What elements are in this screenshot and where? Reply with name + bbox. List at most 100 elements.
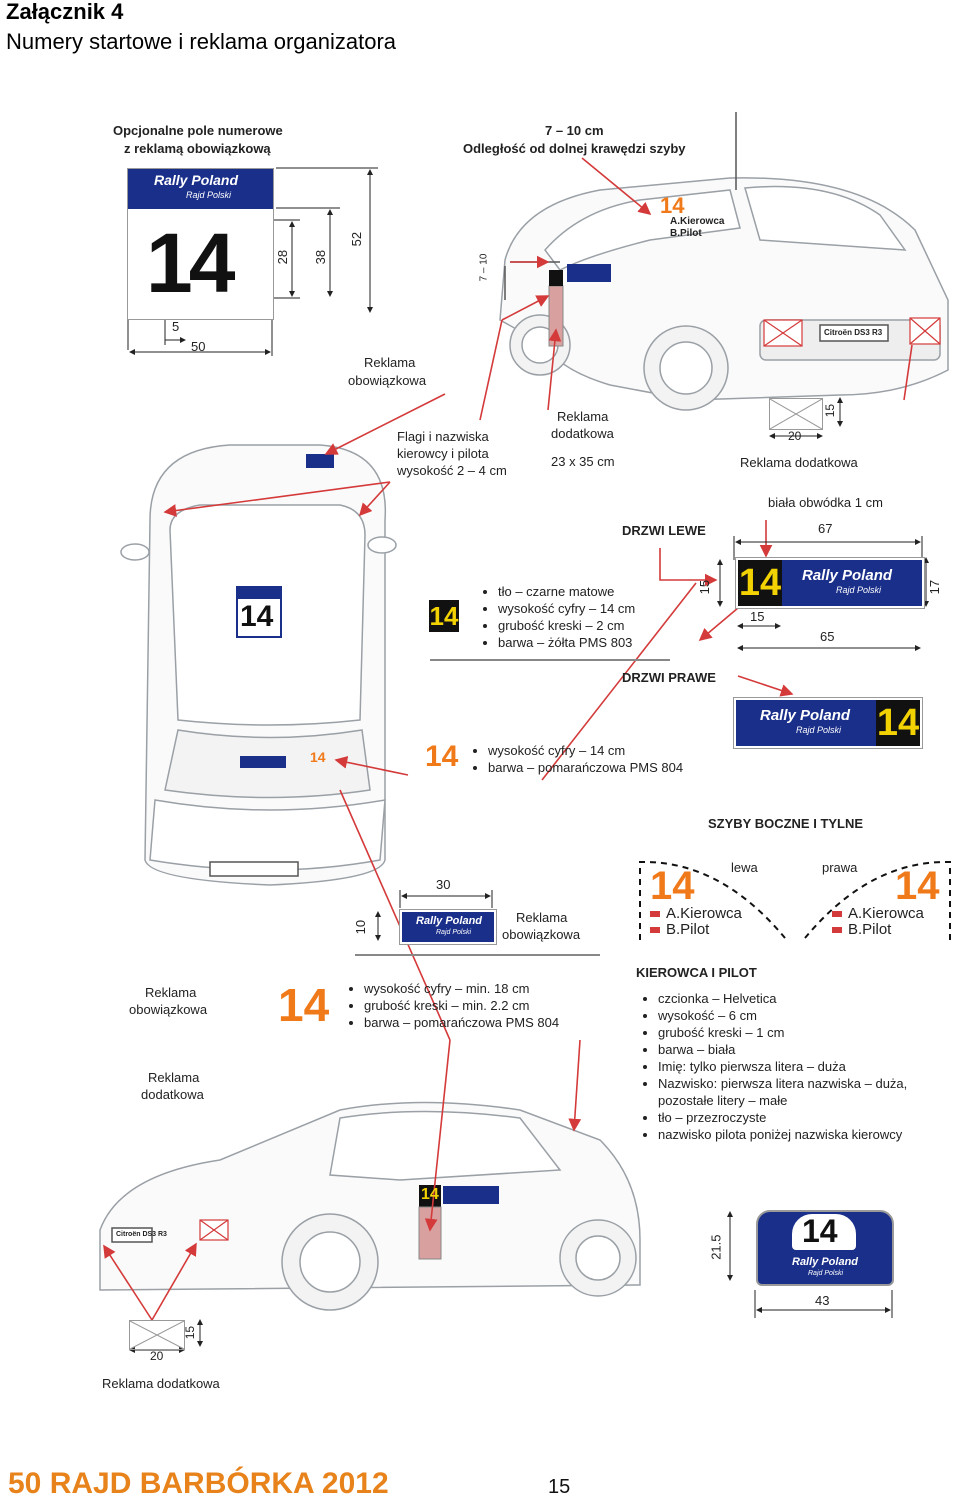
windscreen-dimensions [375,890,493,941]
car-top-outline [120,444,397,886]
number-plate: Rally Poland Rajd Polski 14 [127,168,274,320]
windows-title: SZYBY BOCZNE I TYLNE [708,816,864,831]
front-ad-box [199,1219,229,1241]
left-door-brand: Rally Poland [802,567,893,584]
page-subtitle: Numery startowe i reklama organizatora [6,29,397,54]
front-door-plate [443,1186,499,1204]
plate-dimensions [127,167,378,356]
crew-item: wysokość – 6 cm [658,1007,907,1024]
rear-ad-boxes [763,317,941,347]
dim-17: 17 [927,579,943,595]
door-dimensions [717,536,929,651]
side-distance: 7 – 10 [478,253,490,282]
roof-spec-item: barwa – pomarańczowa PMS 804 [488,759,683,776]
plate-brand: Rally Poland [154,172,239,188]
left-door-plate: 14 Rally Poland Rajd Polski [735,557,925,609]
roof-spec-item: wysokość cyfry – 14 cm [488,742,683,759]
car-front-outline [99,1101,641,1311]
door-spec-list: tło – czarne matowe wysokość cyfry – 14 … [480,583,635,651]
door-spec-number: 14 [429,600,459,632]
rear-window-driver: A.Kierowca [670,216,725,227]
side-plate-subbrand: Rajd Polski [808,1270,844,1277]
side-window-outlines [639,860,951,940]
right-door-brand: Rally Poland [760,707,851,724]
left-door-subbrand: Rajd Polski [836,585,882,595]
page-title: Załącznik 4 [6,0,124,24]
bottom-spec-item: grubość kreski – min. 2.2 cm [364,997,559,1014]
dim-28: 28 [275,249,291,265]
front-door-number-block [419,1185,441,1207]
window-right-pilot: B.Pilot [832,921,891,939]
rear-window-number: 14 [660,193,685,218]
distance-range: 7 – 10 cm [545,123,604,138]
rear-window-pilot: B.Pilot [670,228,702,239]
windscreen-plate: Rally Poland Rajd Polski [399,909,497,945]
bottom-ad-extra-2: dodatkowa [141,1087,204,1102]
front-window-ad [306,454,334,468]
window-right-driver: A.Kierowca [832,905,924,923]
right-door-subbrand: Rajd Polski [796,725,842,735]
windscreen-label-2: obowiązkowa [502,927,581,942]
side-rally-plate: 14 Rally Poland Rajd Polski [756,1210,894,1286]
dim-21-5: 21.5 [708,1234,724,1260]
bottom-box-caption: Reklama dodatkowa [102,1376,220,1391]
roof-spec-list: wysokość cyfry – 14 cm barwa – pomarańcz… [470,742,683,776]
dim-67: 67 [818,521,833,536]
crew-item: tło – przezroczyste [658,1109,907,1126]
dim-65: 65 [820,629,835,644]
crew-title: KIEROWCA I PILOT [636,965,757,980]
door-spec-item: barwa – żółta PMS 803 [498,634,635,651]
extra-ad-height: 15 [823,403,838,418]
dim-30: 30 [436,877,451,892]
extra-ad-caption: Reklama dodatkowa [740,455,858,470]
dim-50: 50 [191,339,206,354]
window-left-label: lewa [731,860,758,875]
side-plate-number: 14 [802,1213,838,1249]
crew-item: Imię: tylko pierwsza litera – duża [658,1058,907,1075]
front-door-strip [418,1206,442,1260]
bottom-box-height: 15 [183,1325,198,1340]
bottom-spec-item: wysokość cyfry – min. 18 cm [364,980,559,997]
flags-label-3: wysokość 2 – 4 cm [397,463,507,478]
door-spec-item: tło – czarne matowe [498,583,635,600]
dim-38: 38 [313,249,329,265]
bottom-spec-list: wysokość cyfry – min. 18 cm grubość kres… [346,980,559,1031]
right-door-title: DRZWI PRAWE [622,670,716,685]
crew-item: pozostałe litery – małe [658,1093,788,1108]
white-border-label: biała obwódka 1 cm [768,495,883,510]
car-rear-outline [499,112,949,411]
plate-subbrand: Rajd Polski [186,190,232,200]
extra-ad-width: 20 [788,429,802,443]
extra-ad-box [769,398,823,430]
page-number: 15 [548,1476,571,1498]
optional-field-label-1: Opcjonalne pole numerowe [113,123,283,138]
plate-number: 14 [146,216,235,310]
extra-ad-label-1: Reklama [557,409,609,424]
left-door-title: DRZWI LEWE [622,523,706,538]
number-plate-header: Rally Poland Rajd Polski [128,169,273,209]
window-left-number: 14 [650,864,695,908]
windscreen-label-1: Reklama [516,910,568,925]
dim-15-bottom: 15 [750,609,765,624]
windscreen-brand: Rally Poland [416,915,483,927]
bottom-box-dimensions [129,397,893,1353]
crew-item: grubość kreski – 1 cm [658,1024,907,1041]
bottom-spec-number: 14 [278,979,330,1031]
window-left-pilot: B.Pilot [650,921,709,939]
window-right-number: 14 [895,864,940,908]
windscreen-subbrand: Rajd Polski [436,929,472,936]
bottom-extra-ad-box [129,1320,185,1350]
dim-52: 52 [349,231,365,247]
ad-mandatory-1: Reklama [364,355,416,370]
rear-door-number-block [549,270,563,286]
bottom-ad-mandatory-2: obowiązkowa [129,1002,208,1017]
roof-spec-number: 14 [425,740,459,773]
car-side-number: 14 [310,749,326,765]
flags-label-1: Flagi i nazwiska [397,429,489,444]
right-door-number: 14 [876,700,920,746]
crew-item: czcionka – Helvetica [658,990,907,1007]
crew-item: nazwisko pilota poniżej nazwiska kierowc… [658,1126,907,1143]
door-spec-item: wysokość cyfry – 14 cm [498,600,635,617]
crew-item: barwa – biała [658,1041,907,1058]
